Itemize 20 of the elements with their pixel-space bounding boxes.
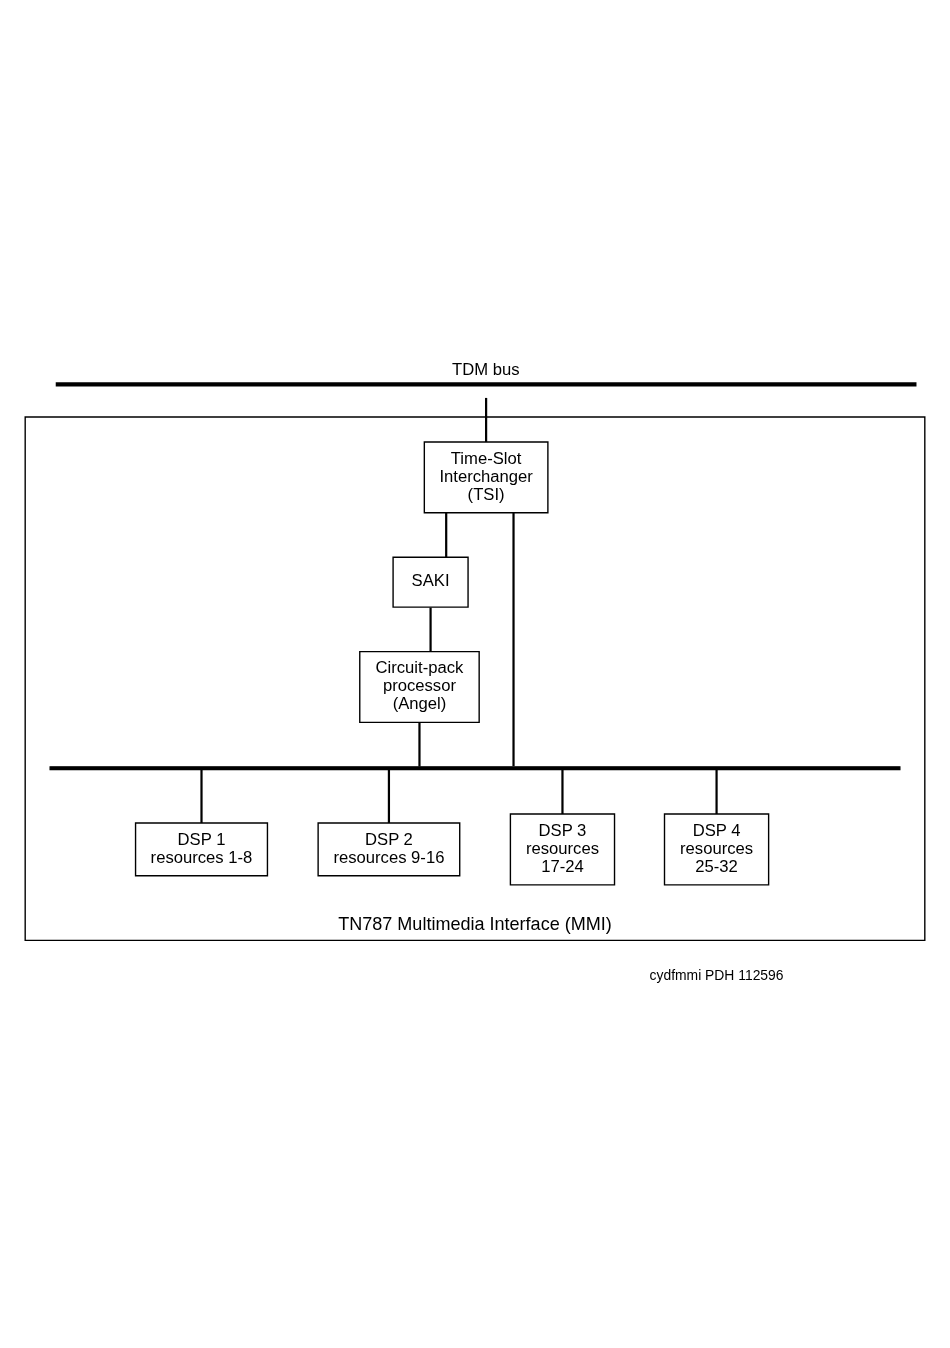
connector xyxy=(418,722,421,767)
connector xyxy=(715,769,718,814)
node-box: DSP 2 resources 9-16 xyxy=(317,821,461,876)
node-box xyxy=(55,381,917,386)
connector xyxy=(429,607,432,652)
node-bar xyxy=(49,765,901,770)
connector xyxy=(485,397,488,442)
connector xyxy=(445,512,448,557)
node-box: DSP 1 resources 1-8 xyxy=(134,821,269,876)
node-box: DSP 4 resources 25-32 xyxy=(663,812,770,886)
connector xyxy=(512,512,515,766)
node-label: TDM bus xyxy=(452,359,520,379)
node-box: Circuit-pack processor (Angel) xyxy=(359,650,480,723)
node-box: DSP 3 resources 17-24 xyxy=(509,812,616,886)
label: cydfmmi PDH 112596 xyxy=(649,966,784,983)
node-box: Time-Slot Interchanger (TSI) xyxy=(423,440,549,513)
node-box: SAKI xyxy=(392,556,469,608)
connector xyxy=(387,769,391,823)
connector xyxy=(200,769,203,823)
connector xyxy=(561,769,564,814)
